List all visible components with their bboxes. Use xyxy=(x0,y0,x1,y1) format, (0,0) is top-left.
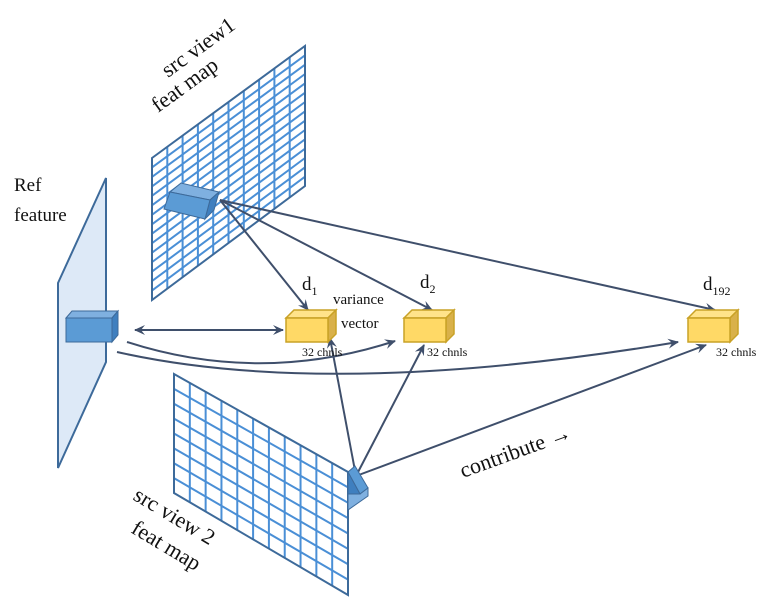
ref-feature-label-line1: Ref xyxy=(14,175,42,196)
arrow-src2-to-d192 xyxy=(355,343,707,477)
grid-line xyxy=(173,402,349,504)
variance-label-line1: variance xyxy=(333,292,384,308)
channels-label-d1: 32 chnls xyxy=(302,345,343,359)
grid-line xyxy=(151,82,306,197)
arrow-src1-to-d2 xyxy=(219,199,433,311)
grid-line xyxy=(173,432,349,535)
src-view2-feature-map xyxy=(173,372,349,597)
cost-cube-d192 xyxy=(686,308,740,344)
grid-line xyxy=(173,462,349,566)
contribute-label: contribute → xyxy=(456,419,574,482)
ref-feature-label-line2: feature xyxy=(14,205,67,226)
grid-line xyxy=(151,175,306,292)
ref-feature-cube xyxy=(64,309,120,344)
channels-label-d2: 32 chnls xyxy=(427,345,468,359)
grid-border xyxy=(151,44,306,302)
grid-line xyxy=(151,54,306,169)
depth-label-d1: d1 xyxy=(302,274,318,298)
src-view1-feature-map xyxy=(151,44,306,302)
cost-cube-d1 xyxy=(284,308,338,344)
grid-line xyxy=(151,138,306,254)
src-view1-feature-cube xyxy=(163,182,221,221)
arrow-src2-to-d1 xyxy=(326,337,357,477)
grid-line xyxy=(151,157,306,273)
channels-label-d192: 32 chnls xyxy=(716,345,757,359)
src-view2-feature-cube xyxy=(347,465,369,511)
arrow-src1-to-d192 xyxy=(219,199,716,313)
arrow-ref-to-d2 xyxy=(126,339,396,365)
grid-line xyxy=(151,119,306,235)
grid-line xyxy=(151,166,306,282)
grid-line xyxy=(151,73,306,188)
variance-label-line2: vector xyxy=(341,316,378,332)
depth-label-d192: d192 xyxy=(703,274,731,298)
arrow-src1-to-d1 xyxy=(219,199,309,311)
grid-line xyxy=(173,477,349,581)
grid-line xyxy=(173,447,349,550)
grid-line xyxy=(173,388,349,489)
arrow-ref-to-d192 xyxy=(116,338,679,375)
grid-line xyxy=(151,129,306,245)
grid-line xyxy=(173,417,349,519)
grid-line xyxy=(151,63,306,178)
cost-cube-d2 xyxy=(402,308,456,344)
arrows xyxy=(116,199,716,477)
arrow-src2-to-d2 xyxy=(355,344,425,477)
depth-label-d2: d2 xyxy=(420,272,436,296)
grid-border xyxy=(173,372,349,597)
